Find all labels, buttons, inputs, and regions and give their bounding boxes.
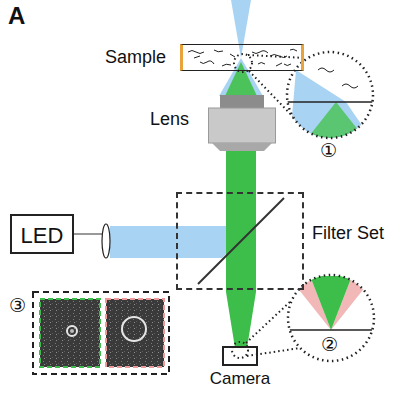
camera-image [106,299,164,367]
node-label: Lens [150,110,189,130]
fiber [318,68,334,72]
excitation-beam [219,58,263,96]
fiber [258,63,265,65]
image-group-frame [33,292,169,374]
led-source: LED [10,214,74,254]
zoom-leader [247,348,300,356]
sample-chamber: Sample [180,44,304,71]
zoom-content [286,275,376,361]
particle-ring [122,317,146,341]
fiber [200,61,214,64]
zoom-circle [287,52,373,138]
fiber [188,51,204,54]
callout-number: ① [320,141,337,160]
dichroic-mirror [198,198,284,284]
led-lead [74,234,102,235]
filter-set: Filter Set [176,192,304,290]
particle-core [70,329,74,333]
excitation-beam [231,0,251,58]
fiber [214,50,223,52]
node-label: Camera [210,370,270,389]
lens-part [220,95,264,108]
zoom-content [286,52,374,140]
emission-beam [226,150,256,348]
fiber [230,54,235,57]
lens-shape [208,95,276,151]
camera-body: Camera [222,346,258,366]
fiber [342,84,358,88]
emission-region [310,276,352,330]
particle-ring [67,326,77,336]
collimator-lens [102,224,110,258]
lens-part [209,108,276,143]
panel-letter: A [8,4,25,28]
fiber [284,64,291,66]
objective-lens: Lens [208,95,276,151]
lens-part [212,143,272,151]
image-frame [106,299,164,367]
zoom-leader [246,300,292,343]
sensor-plane [286,329,376,331]
zoom-circle [288,275,374,361]
fiber [222,64,231,66]
fiber [276,63,282,66]
fiber [290,49,297,51]
zoom-marker [232,342,248,358]
image-frame [40,299,100,367]
camera-image [40,299,100,367]
callout-number: ② [321,335,338,354]
node-label: Sample [105,48,166,68]
zoom-marker [234,54,252,72]
emission-beam [225,62,257,96]
node-label: LED [21,224,64,248]
zoom-leader [248,55,306,58]
focal-plane [286,101,374,103]
fiber [252,51,268,54]
zoom-background [288,275,374,361]
fiber [194,56,200,58]
node-label: Filter Set [312,224,384,244]
callout-number: ③ [9,296,26,315]
emission-region [306,102,366,140]
